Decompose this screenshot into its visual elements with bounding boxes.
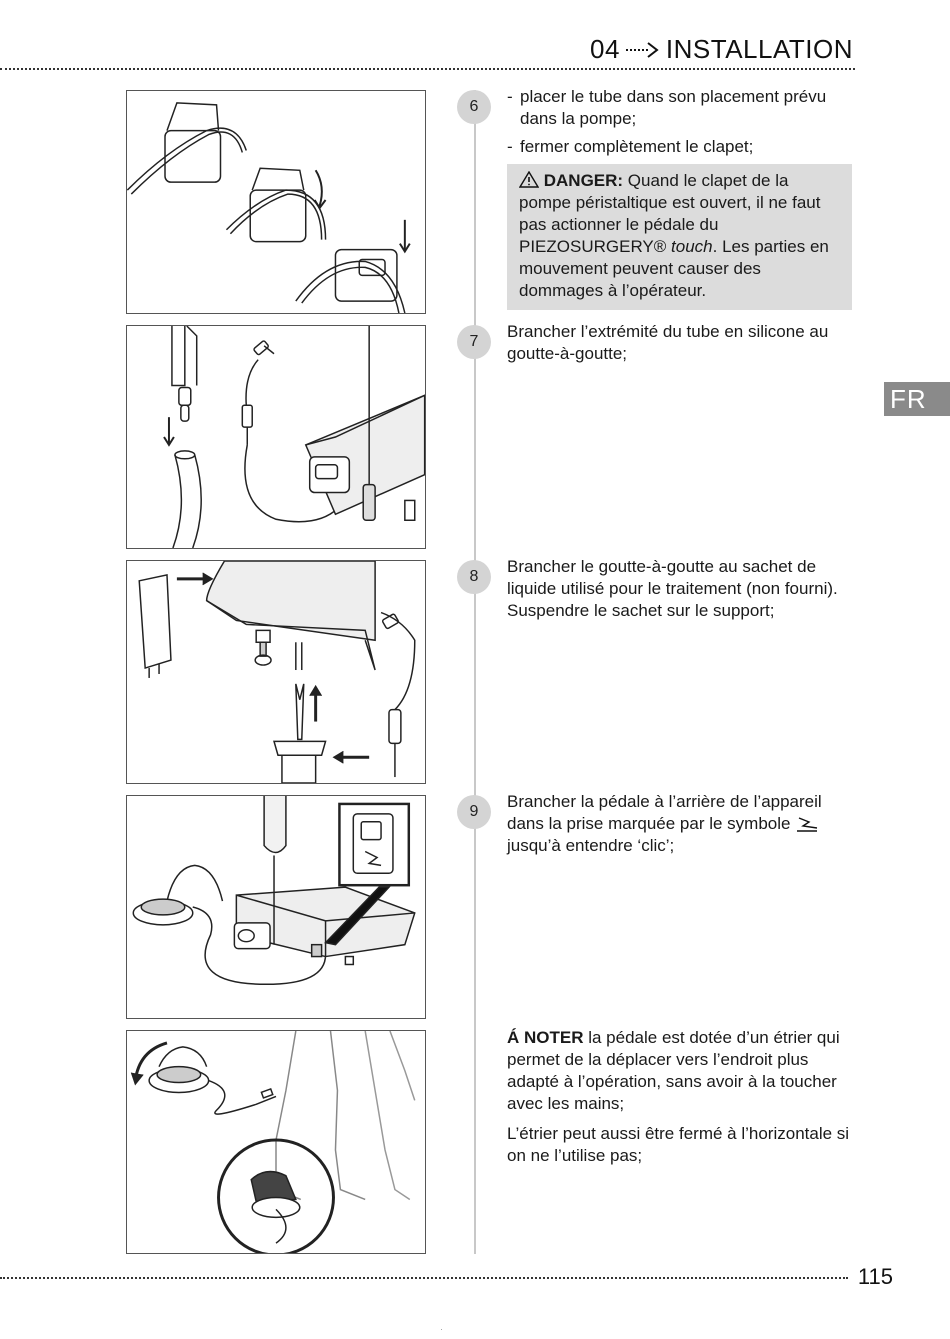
step-bullet: -fermer complètement le clapet; xyxy=(507,137,754,156)
footswitch-symbol-icon xyxy=(797,817,818,832)
pump-clamp-illustration xyxy=(127,102,411,313)
step-number: 6 xyxy=(457,90,491,124)
chapter-header: 04 INSTALLATION xyxy=(590,34,853,65)
note-text: Á NOTER la pédale est dotée d’un étrier … xyxy=(507,1027,852,1175)
pedal-stirrup-illustration xyxy=(130,1031,416,1253)
note-label: Á NOTER xyxy=(507,1028,584,1047)
step-number: 7 xyxy=(457,325,491,359)
drip-bag-illustration xyxy=(138,561,416,783)
tube-drip-illustration xyxy=(163,326,425,548)
chapter-number: 04 xyxy=(590,34,620,64)
language-tab: FR xyxy=(884,382,950,416)
step-number: 8 xyxy=(457,560,491,594)
page-number: 115 xyxy=(857,1264,893,1289)
warning-triangle-icon xyxy=(519,171,539,188)
pedal-connection-illustration xyxy=(132,796,416,986)
step-7-text: Brancher l’extrémité du tube en silicone… xyxy=(507,322,829,363)
step-timeline xyxy=(474,90,476,1254)
figure-tube-drip xyxy=(126,325,426,549)
figure-pedal-stirrup xyxy=(126,1030,426,1254)
chapter-title: INSTALLATION xyxy=(665,34,853,64)
note-paragraph: L’étrier peut aussi être fermé à l’horiz… xyxy=(507,1124,850,1165)
step-8-text: Brancher le goutte-à-goutte au sachet de… xyxy=(507,557,838,620)
step-number: 9 xyxy=(457,795,491,829)
danger-warning-box: DANGER: Quand le clapet de la pompe péri… xyxy=(507,164,852,310)
figure-drip-bag xyxy=(126,560,426,784)
step-6-text: -placer le tube dans son placement prévu… xyxy=(507,86,852,310)
figure-pedal-connection xyxy=(126,795,426,1019)
dotted-arrow-icon xyxy=(625,41,659,58)
figure-pump-clamp xyxy=(126,90,426,314)
danger-label: DANGER: xyxy=(543,171,624,190)
step-9-text: Brancher la pédale à l’arrière de l’appa… xyxy=(507,792,822,855)
footer-rule xyxy=(0,1277,848,1279)
step-bullet: -placer le tube dans son placement prévu… xyxy=(507,87,827,128)
footer-mark: · xyxy=(440,1324,443,1334)
header-rule xyxy=(0,68,855,70)
